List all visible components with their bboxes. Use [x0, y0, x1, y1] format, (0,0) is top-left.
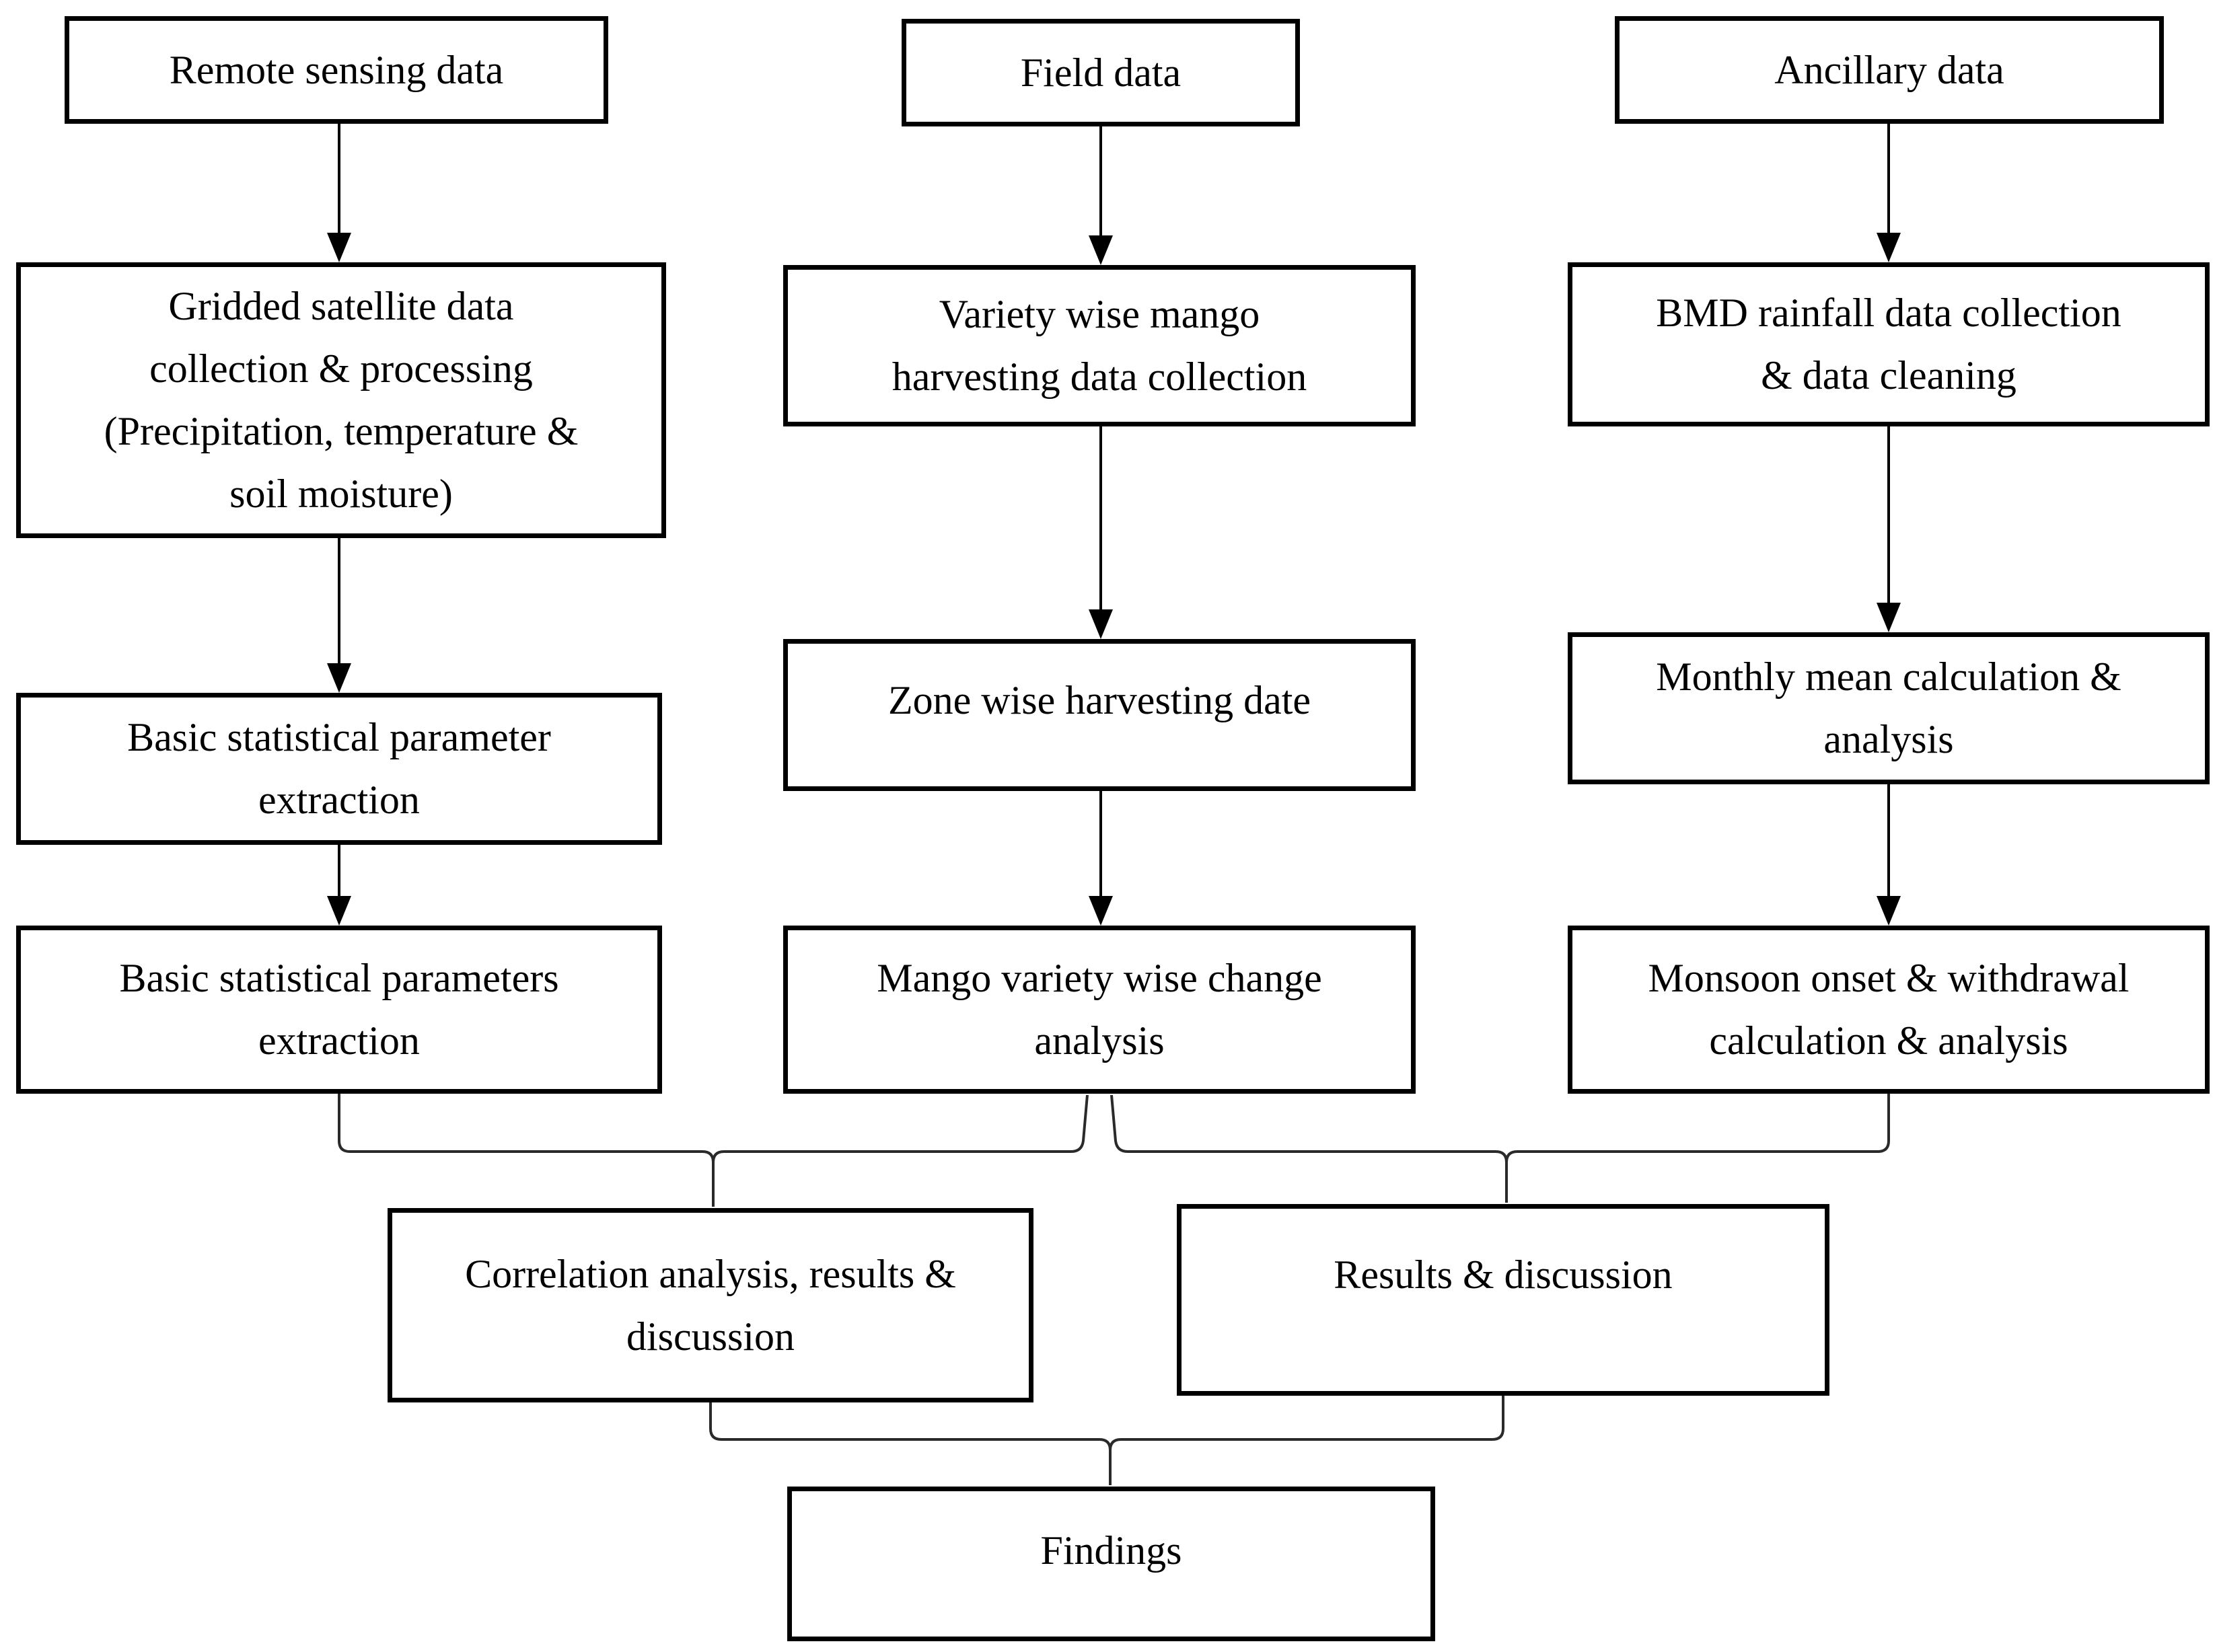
node-zone-wise-harvesting-date: Zone wise harvesting date — [783, 639, 1416, 791]
node-results-discussion: Results & discussion — [1177, 1204, 1829, 1396]
node-remote-sensing-data: Remote sensing data — [65, 16, 608, 124]
node-monsoon-onset-withdrawal: Monsoon onset & withdrawal calculation &… — [1568, 926, 2210, 1094]
arrow-monthly-mean-to-monsoon — [1877, 784, 1901, 926]
node-findings: Findings — [787, 1487, 1435, 1641]
node-basic-statistical-parameter-extraction: Basic statistical parameter extraction — [16, 693, 662, 845]
node-variety-wise-mango-harvesting: Variety wise mango harvesting data colle… — [783, 265, 1416, 426]
node-bmd-rainfall-collection: BMD rainfall data collection & data clea… — [1568, 262, 2210, 426]
arrow-ancillary-to-bmd — [1877, 124, 1901, 262]
brace-left-merge — [338, 1094, 1089, 1207]
arrow-gridded-to-basic-parameter — [327, 538, 351, 693]
node-gridded-satellite-processing: Gridded satellite data collection & proc… — [16, 262, 666, 538]
node-correlation-analysis-discussion: Correlation analysis, results & discussi… — [388, 1208, 1033, 1402]
arrow-field-data-to-variety — [1089, 126, 1113, 265]
arrow-variety-to-zone — [1089, 426, 1113, 639]
node-ancillary-data: Ancillary data — [1615, 16, 2164, 124]
arrow-zone-to-mango-change — [1089, 791, 1113, 926]
node-field-data: Field data — [902, 19, 1300, 126]
node-mango-variety-change-analysis: Mango variety wise change analysis — [783, 926, 1416, 1094]
arrow-bmd-to-monthly-mean — [1877, 426, 1901, 632]
brace-right-merge — [1110, 1094, 1890, 1203]
arrow-remote-sensing-to-gridded — [327, 124, 351, 262]
brace-findings-merge — [709, 1396, 1504, 1485]
arrow-basic-parameter-to-basic-parameters — [327, 845, 351, 926]
node-monthly-mean-calculation: Monthly mean calculation & analysis — [1568, 632, 2210, 784]
node-basic-statistical-parameters-extraction: Basic statistical parameters extraction — [16, 926, 662, 1094]
